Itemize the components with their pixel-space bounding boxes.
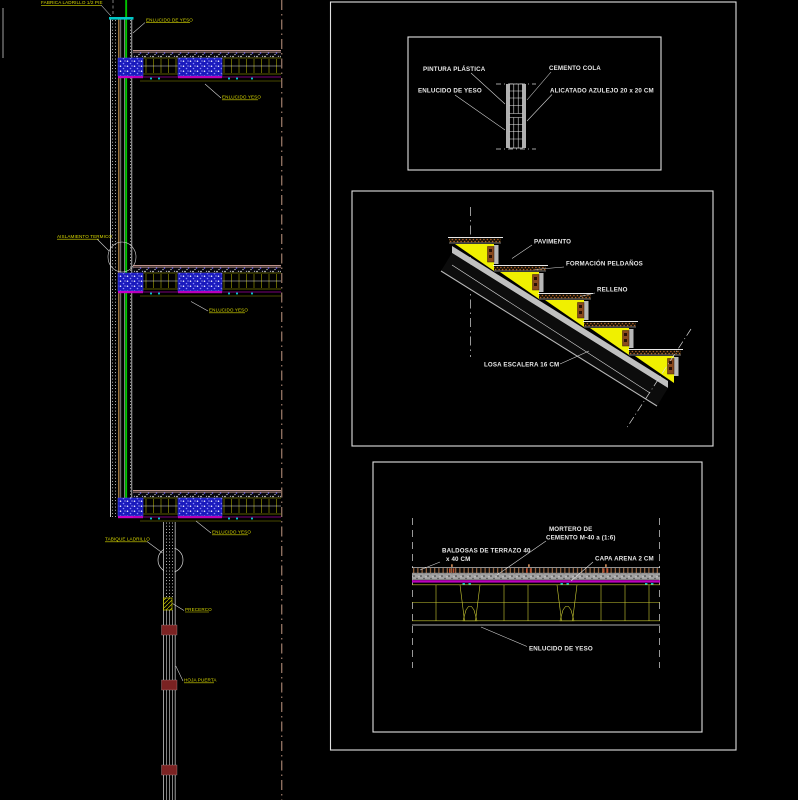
sheet-border — [329, 1, 737, 751]
label-mortero-line2: CEMENTO M-40 a (1:6) — [546, 535, 616, 542]
stair-slab-band — [441, 253, 668, 406]
floor-slab-2 — [117, 265, 282, 297]
wall-top-cap — [109, 17, 134, 20]
tile-joints — [449, 564, 609, 573]
wall-section-leaders — [96, 4, 222, 682]
label-enlucido-yeso-1: ENLUCIDO DE YESO — [146, 17, 193, 22]
floor-slab-1 — [117, 50, 282, 82]
label-enlucido-floor: ENLUCIDO DE YESO — [529, 646, 593, 653]
partition-wall — [161, 522, 178, 800]
detail-box-stairs: PAVIMENTO FORMACIÓN PELDAÑOS RELLENO LOS… — [351, 190, 714, 447]
label-fabrica-ladrillo: FABRICA LADRILLO 1/2 PIE — [41, 0, 103, 5]
label-precerco: PRECERCO — [185, 607, 212, 612]
label-formacion-peldanos: FORMACIÓN PELDAÑOS — [566, 260, 643, 268]
label-enlucido-tiling: ENLUCIDO DE YESO — [418, 88, 482, 95]
label-tabique: TABIQUE LADRILLO — [105, 537, 150, 542]
label-relleno: RELLENO — [597, 287, 628, 294]
label-mortero-line1: MORTERO DE — [549, 526, 592, 533]
detail-box-floor: MORTERO DE CEMENTO M-40 a (1:6) BALDOSAS… — [372, 461, 703, 733]
floor-slab-3 — [117, 490, 282, 522]
label-baldosas-line1: BALDOSAS DE TERRAZO 40 — [442, 548, 531, 555]
door-subframe — [163, 597, 173, 611]
label-alicatado: ALICATADO AZULEJO 20 x 20 CM — [550, 88, 654, 95]
hollow-brick-column — [509, 83, 523, 149]
terrazzo-tile-layer — [412, 568, 660, 573]
label-hoja-puerta: HOJA PUERTA — [184, 678, 217, 683]
label-cemento-cola: CEMENTO COLA — [549, 65, 601, 72]
label-pavimento: PAVIMENTO — [534, 239, 571, 246]
sand-layer — [412, 580, 660, 583]
detail-box-tiling: PINTURA PLÁSTICA CEMENTO COLA ENLUCIDO D… — [407, 36, 662, 171]
label-baldosas-line2: x 40 CM — [446, 556, 470, 563]
label-enlucido-yeso-3: ENLUCIDO YESO — [209, 308, 248, 313]
insulation-green-layer — [125, 0, 128, 517]
label-enlucido-yeso-4: ENLUCIDO YESO — [212, 530, 251, 535]
label-pintura-plastica: PINTURA PLÁSTICA — [423, 66, 486, 73]
label-enlucido-yeso-2: ENLUCIDO YESO — [222, 95, 261, 100]
facade-wall-section — [2, 0, 184, 573]
stair-mortar-band — [452, 246, 668, 388]
label-capa-arena: CAPA ARENA 2 CM — [595, 556, 654, 563]
wall-section-labels: FABRICA LADRILLO 1/2 PIE ENLUCIDO DE YES… — [41, 0, 261, 684]
door-hinge-blocks — [161, 624, 178, 776]
label-losa-escalera: LOSA ESCALERA 16 CM — [484, 362, 559, 369]
slab-markers — [462, 583, 654, 585]
mortar-layer — [412, 573, 660, 580]
slab-lattice — [412, 584, 660, 622]
insulation-callout-ellipse — [107, 241, 137, 273]
label-aislamiento: AISLAMIENTO TERMICO — [57, 234, 112, 239]
